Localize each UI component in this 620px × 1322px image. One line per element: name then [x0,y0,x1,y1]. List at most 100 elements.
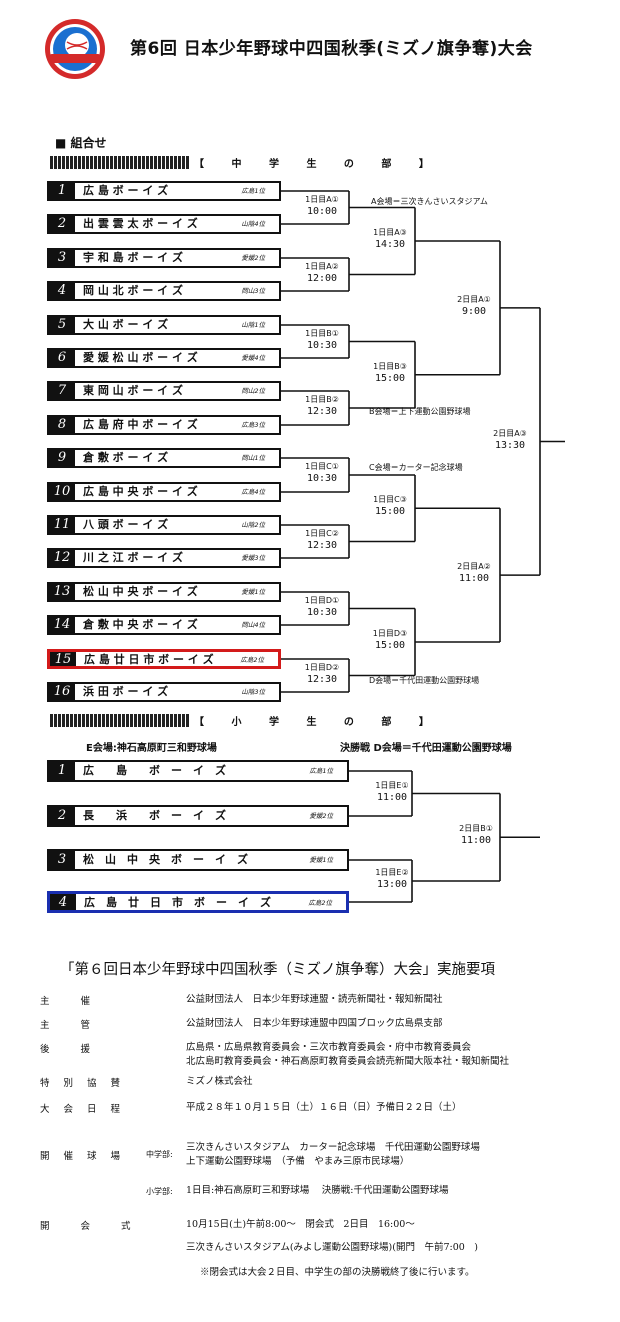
match-label: 1日目E① [375,780,409,790]
match-label: 1日目B③ [373,361,407,371]
match-time: 15:00 [374,506,406,518]
team-seed-number: 1 [49,183,75,199]
team-rank: 広島1位 [309,767,333,775]
team-row: 2 長 浜 ボ ー イ ズ 愛媛2位 [47,805,349,827]
team-seed-number: 2 [49,807,75,825]
junior-division-title: 【 中 学 生 の 部 】 [190,155,445,170]
team-seed-number: 14 [49,617,75,633]
team-seed-number: 2 [49,216,75,232]
match-time: 10:00 [306,205,338,217]
match-label: 1日目E② [375,868,409,877]
venue-elementary-line: 1日目:神石高原町三和野球場 決勝戦:千代田運動公園野球場 [186,1185,449,1196]
info-value: 公益財団法人 日本少年野球連盟中四国ブロック広島県支部 [186,1018,443,1029]
venue-junior-label: 中学部: [146,1150,173,1159]
match-time: 11:00 [458,573,490,585]
info-value: 平成２８年１０月１５日（土）１６日（日）予備日２２日（土） [186,1102,462,1113]
team-name: 倉 敷 中 央 ボ ー イ ズ [83,618,198,631]
match-label: 2日目A② [457,562,491,572]
team-name: 広 島 中 央 ボ ー イ ズ [83,485,198,498]
venue-elementary-label: 小学部: [146,1187,173,1196]
junior-division-header: 【 中 学 生 の 部 】 [50,155,445,170]
match-label: 2日目A① [457,294,491,304]
match-label: 1日目C① [305,462,339,471]
team-rank: 山陰2位 [241,521,265,529]
venue-elementary-final: 決勝戦 D会場＝千代田運動公園野球場 [340,743,512,754]
team-row: 4 岡 山 北 ボ ー イ ズ 岡山3位 [47,281,281,301]
team-name: 広 島 府 中 ボ ー イ ズ [83,418,198,431]
team-name: 長 浜 ボ ー イ ズ [83,809,226,822]
venue-d: D会場＝千代田運動公園野球場 [369,676,480,685]
match-label: 1日目B① [305,328,339,338]
info-key: 主 管 [40,1020,105,1031]
venue-b: B会場＝上下運動公園野球場 [369,407,471,416]
team-seed-number: 4 [50,894,76,910]
match-label: 2日目A③ [493,428,527,438]
team-seed-number: 8 [49,417,75,433]
match-time: 12:30 [306,539,338,551]
ceremony-line-2: 三次きんさいスタジアム(みよし運動公園野球場)(開門 午前7:00 ) [186,1242,478,1253]
match-time: 12:30 [306,406,338,417]
team-row: 1 広 島 ボ ー イ ズ 広島1位 [47,760,349,782]
team-rank: 山陰4位 [241,220,265,228]
team-seed-number: 11 [49,517,75,533]
match-label: 1日目A② [305,261,339,271]
team-rank: 山陰1位 [241,321,265,329]
team-rank: 広島1位 [241,187,265,195]
match-label: 2日目B① [459,824,493,834]
team-name: 出 雲 雲 太 ボ ー イ ズ [83,217,198,230]
venue-junior-line-2: 上下運動公園野球場 （予備 やまみ三原市民球場） [186,1156,410,1167]
match-time: 12:00 [306,272,338,284]
section-label: ■ 組合せ [55,136,107,150]
match-time: 12:30 [306,673,338,685]
team-row: 14 倉 敷 中 央 ボ ー イ ズ 岡山4位 [47,615,281,635]
match-time: 13:30 [494,439,526,451]
match-label: 1日目D② [304,662,340,672]
match-label: 1日目D① [304,595,340,605]
team-row: 1 広 島 ボ ー イ ズ 広島1位 [47,181,281,201]
team-seed-number: 9 [49,450,75,466]
team-seed-number: 12 [49,550,75,566]
team-rank: 岡山1位 [241,454,265,462]
page-title: 第6回 日本少年野球中四国秋季(ミズノ旗争奪)大会 [130,39,533,59]
match-time: 10:30 [306,606,338,618]
info-value: ミズノ株式会社 [186,1076,253,1087]
match-time: 14:30 [374,239,406,250]
document-title: 「第６回日本少年野球中四国秋季（ミズノ旗争奪）大会」実施要項 [60,962,495,978]
team-seed-number: 1 [49,762,75,780]
team-name: 広 島 ボ ー イ ズ [83,764,226,777]
team-name: 岡 山 北 ボ ー イ ズ [83,284,183,297]
match-time: 11:00 [376,791,408,803]
team-seed-number: 16 [49,684,75,700]
ceremony-line-1: 10月15日(土)午前8:00～ 閉会式 2日目 16:00～ [186,1219,415,1230]
team-rank: 愛媛4位 [241,354,265,362]
team-name: 広 島 廿 日 市 ボ ー イ ズ [84,896,271,909]
team-rank: 広島2位 [240,656,264,664]
match-label: 1日目C② [305,528,339,538]
team-rank: 岡山3位 [241,287,265,295]
team-rank: 岡山4位 [241,621,265,629]
team-rank: 山陰3位 [241,688,265,696]
venue-key: 開催球場 [40,1151,135,1162]
match-label: 1日目D③ [372,629,408,638]
closing-note: ※閉会式は大会２日目、中学生の部の決勝戦終了後に行います。 [200,1267,475,1278]
match-label: 1日目A③ [373,228,407,237]
team-rank: 愛媛2位 [309,812,333,820]
team-rank: 広島4位 [241,488,265,496]
info-value: 北広島町教育委員会・神石高原町教育委員会読売新聞大阪本社・報知新聞社 [186,1056,510,1067]
team-name: 広 島 ボ ー イ ズ [83,184,169,197]
team-rank: 愛媛3位 [241,554,265,562]
match-label: 1日目C③ [373,495,407,505]
venue-a: A会場＝三次きんさいスタジアム [371,197,488,206]
elementary-division-header: 【 小 学 生 の 部 】 [50,713,445,728]
team-seed-number: 4 [49,283,75,299]
team-name: 松 山 中 央 ボ ー イ ズ [83,585,198,598]
